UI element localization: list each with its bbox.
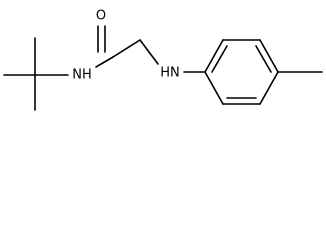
amine-hn-label: HN (160, 66, 180, 81)
ring-inner-double-2 (255, 45, 272, 73)
amide-nh-label: NH (72, 68, 92, 83)
ring-bond-3 (259, 39, 279, 73)
bond-ch2-to-amine-n (139, 39, 159, 65)
ring-bond-6 (204, 71, 224, 105)
bond-carbonyl-to-ch2 (112, 39, 141, 58)
oxygen-label: O (96, 9, 106, 24)
ring-bond-1 (204, 39, 224, 73)
molecule-structure: O NH HN (3, 9, 323, 111)
bond-amide-n-to-carbonyl (95, 56, 114, 68)
ring-bond-4 (259, 71, 279, 105)
ring-inner-double-1 (211, 45, 228, 73)
